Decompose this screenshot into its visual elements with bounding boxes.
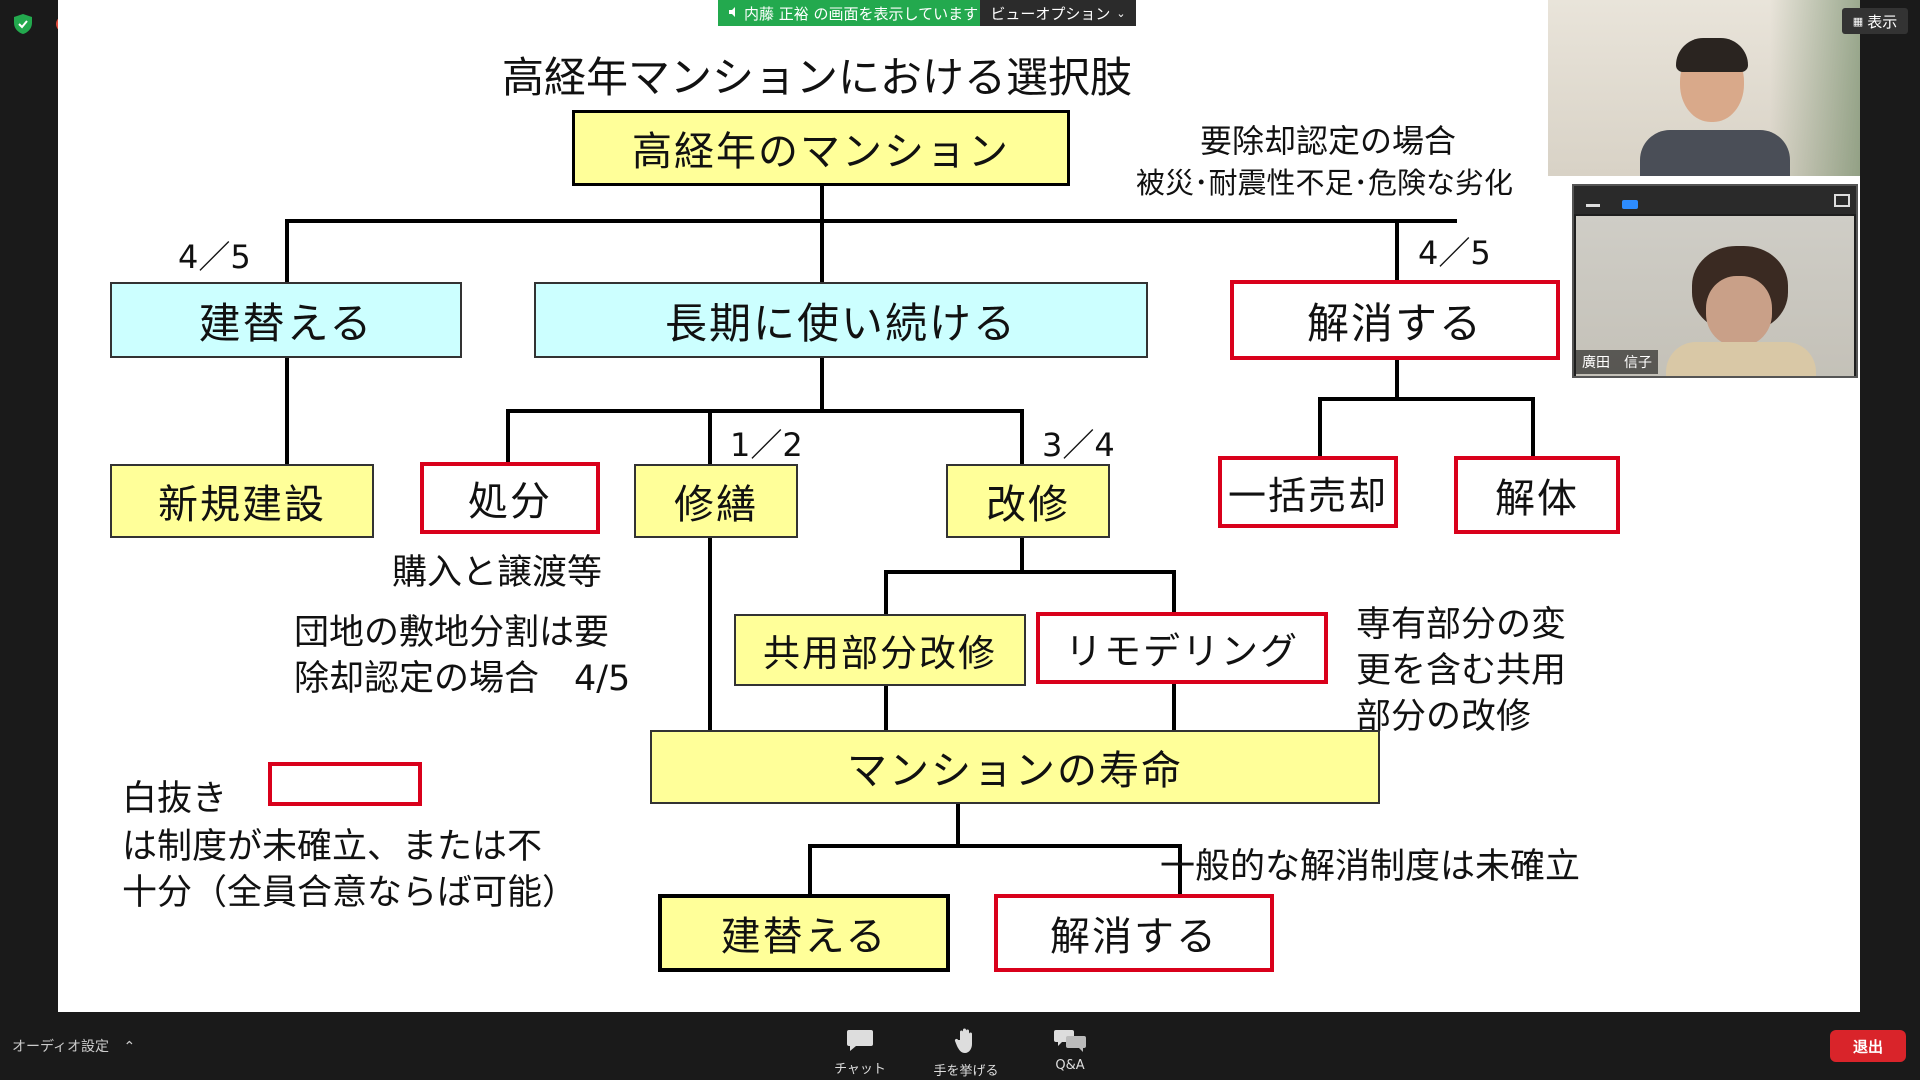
speaker-hair: [1676, 38, 1748, 72]
dissolve-box: 解消する: [1230, 280, 1560, 360]
demolition-note-2: 被災･耐震性不足･危険な劣化: [1136, 166, 1514, 200]
remodel-note-3: 部分の改修: [1356, 697, 1532, 737]
connector: [506, 409, 1024, 413]
disposal-box: 処分: [420, 462, 600, 534]
demolition-note-1: 要除却認定の場合: [1200, 122, 1457, 160]
connector: [285, 358, 289, 464]
meeting-toolbar: オーディオ設定 ⌃ チャット 手を挙げる Q&A 退出: [0, 1012, 1920, 1080]
connector: [1020, 538, 1024, 571]
connector: [285, 219, 289, 282]
lifespan-box: マンションの寿命: [650, 730, 1380, 804]
disposal-note: 購入と譲渡等: [392, 553, 603, 593]
view-label: 表示: [1867, 12, 1898, 31]
chevron-up-icon: ⌃: [123, 1039, 136, 1055]
connector: [708, 409, 712, 464]
speaker-video[interactable]: [1548, 0, 1860, 176]
chevron-down-icon: ⌄: [1116, 6, 1126, 20]
speaker-icon: [728, 4, 740, 22]
minimize-icon[interactable]: [1586, 204, 1600, 207]
dismantle-box: 解体: [1454, 456, 1620, 534]
participant-body: [1666, 342, 1816, 376]
bulk-sale-box: 一括売却: [1218, 456, 1398, 528]
sharing-status: 内藤 正裕 の画面を表示しています: [718, 0, 980, 26]
chat-label: チャット: [834, 1062, 886, 1077]
leave-label: 退出: [1852, 1037, 1883, 1056]
root-box: 高経年のマンション: [572, 110, 1070, 186]
connector: [1531, 397, 1535, 457]
tile-header: [1574, 186, 1856, 214]
estate-note-1: 団地の敷地分割は要: [294, 613, 610, 653]
connector: [708, 538, 712, 730]
ratio-left: 4／5: [178, 238, 251, 276]
slide-title: 高経年マンションにおける選択肢: [502, 53, 1133, 102]
connector: [1318, 397, 1322, 457]
connector: [1172, 570, 1176, 616]
legend-text-1: 白抜き: [122, 779, 228, 819]
speaker-body: [1640, 130, 1790, 176]
connector: [884, 570, 888, 616]
sharing-text: 内藤 正裕 の画面を表示しています: [744, 4, 979, 23]
connector: [506, 409, 510, 462]
connector: [1395, 397, 1535, 401]
connector: [820, 186, 824, 284]
hand-icon: [954, 1028, 972, 1053]
connector: [884, 570, 1176, 574]
repair-box: 修繕: [634, 464, 798, 538]
connector: [1172, 684, 1176, 730]
connector: [820, 358, 824, 410]
remodel-note-2: 更を含む共用: [1356, 651, 1567, 691]
ratio-right: 4／5: [1418, 234, 1491, 272]
legend-text-3: 十分（全員合意ならば可能）: [122, 873, 578, 913]
security-shield-icon[interactable]: [14, 14, 32, 34]
connector: [1395, 360, 1399, 398]
participant-face: [1706, 276, 1772, 346]
qa-label: Q&A: [1055, 1058, 1085, 1073]
common-renovation-box: 共用部分改修: [734, 614, 1026, 686]
audio-settings-button[interactable]: オーディオ設定 ⌃: [12, 1036, 135, 1056]
audio-settings-label: オーディオ設定: [12, 1039, 110, 1055]
dissolve-final-box: 解消する: [994, 894, 1274, 972]
connector: [1395, 219, 1399, 282]
connector: [285, 219, 1457, 223]
qa-button[interactable]: Q&A: [1030, 1028, 1110, 1073]
grid-icon: ▦: [1852, 14, 1864, 28]
connector: [956, 804, 960, 848]
participant-video[interactable]: 廣田 信子: [1572, 184, 1858, 378]
participant-name-tag: 廣田 信子: [1576, 350, 1658, 374]
view-options-label: ビューオプション: [990, 4, 1111, 23]
general-note: 一般的な解消制度は未確立: [1160, 847, 1581, 887]
connector: [1178, 844, 1182, 896]
connector: [808, 844, 1182, 848]
expand-icon[interactable]: [1834, 194, 1850, 207]
participant-video-frame: [1576, 216, 1854, 376]
ratio-half: 1／2: [730, 426, 803, 464]
legend-red-box: [268, 762, 422, 806]
view-toggle-button[interactable]: ▦ 表示: [1842, 8, 1908, 34]
video-on-icon[interactable]: [1622, 200, 1638, 209]
raise-hand-button[interactable]: 手を挙げる: [926, 1028, 1006, 1079]
connector: [808, 844, 812, 896]
leave-button[interactable]: 退出: [1830, 1030, 1906, 1062]
renovation-box: 改修: [946, 464, 1110, 538]
new-build-box: 新規建設: [110, 464, 374, 538]
remodeling-box: リモデリング: [1036, 612, 1328, 684]
estate-note-2: 除却認定の場合 4/5: [294, 659, 631, 699]
rebuild-final-box: 建替える: [658, 894, 950, 972]
ratio-three-quarters: 3／4: [1042, 426, 1115, 464]
raise-hand-label: 手を挙げる: [933, 1064, 999, 1079]
remodel-note-1: 専有部分の変: [1356, 605, 1567, 645]
legend-text-2: は制度が未確立、または不: [122, 827, 543, 867]
long-use-box: 長期に使い続ける: [534, 282, 1148, 358]
connector: [884, 684, 888, 730]
rebuild-box: 建替える: [110, 282, 462, 358]
chat-button[interactable]: チャット: [820, 1028, 900, 1077]
shared-slide: 高経年マンションにおける選択肢 高経年のマンション 要除却認定の場合 被災･耐震…: [58, 0, 1860, 1012]
chat-icon: [847, 1030, 873, 1051]
qa-icon: [1054, 1030, 1086, 1052]
view-options-button[interactable]: ビューオプション ⌄: [980, 0, 1136, 26]
connector: [1020, 409, 1024, 464]
